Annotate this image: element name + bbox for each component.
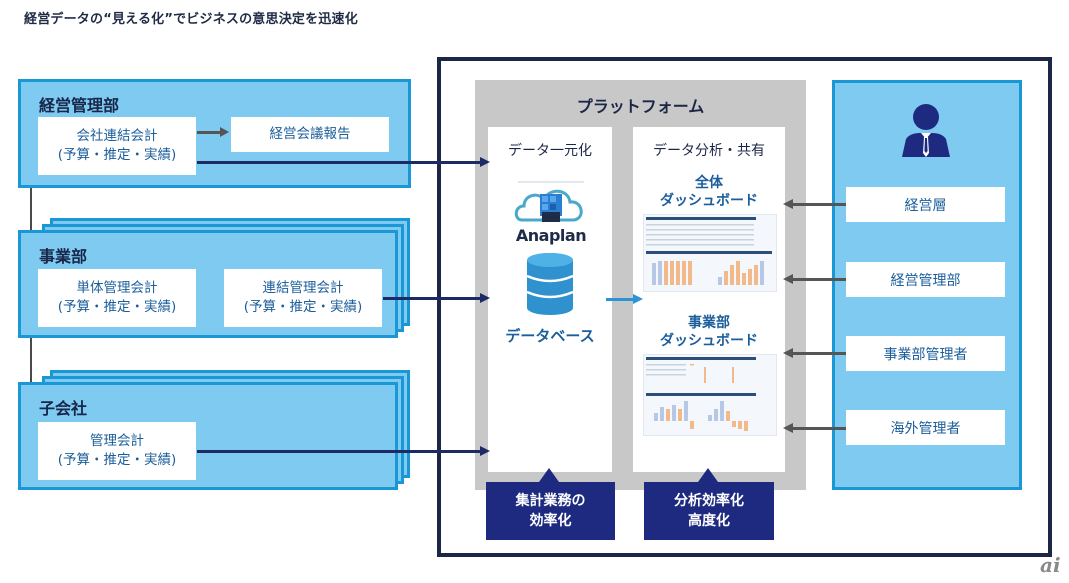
person-suit-icon	[902, 104, 950, 157]
unify-to-analysis-arrow-head	[633, 294, 643, 304]
aggregation-callout-tip	[539, 468, 559, 482]
user-executives: 経営層	[846, 187, 1005, 222]
data-unify-title: データ一元化	[508, 143, 592, 159]
consolidated-mgmt-accounting-label: 連結管理会計	[262, 280, 344, 296]
subsidiary-to-platform-line	[197, 450, 481, 453]
consolidated-accounting-box: 会社連結会計 (予算・推定・実績)	[38, 117, 196, 175]
platform-title: プラットフォーム	[576, 97, 705, 116]
management-arrow-head	[783, 274, 793, 284]
analysis-callout-line2: 高度化	[688, 513, 730, 529]
standalone-accounting-label: 単体管理会計	[76, 280, 158, 296]
anaplan-cloud-icon	[514, 181, 584, 222]
user-management-dept: 経営管理部	[846, 262, 1005, 297]
data-analysis-title: データ分析・共有	[653, 143, 765, 159]
management-arrow-line	[793, 278, 846, 281]
overseas-managers-arrow-line	[793, 427, 846, 430]
user-overseas-managers: 海外管理者	[846, 410, 1005, 445]
report-arrow-line	[197, 131, 221, 134]
report-arrow-head	[220, 127, 229, 137]
consolidated-to-platform-line	[197, 161, 481, 164]
business-dashboard-line1: 事業部	[688, 315, 730, 331]
business-managers-arrow-head	[783, 348, 793, 358]
unify-to-analysis-arrow-line	[606, 298, 633, 301]
database-label: データベース	[505, 327, 595, 345]
standalone-accounting-box: 単体管理会計 (予算・推定・実績)	[38, 269, 196, 327]
overall-dashboard-thumbnail	[643, 214, 777, 292]
page-title: 経営データの“見える化”でビジネスの意思決定を迅速化	[24, 12, 358, 27]
subsidiary-accounting-box: 管理会計 (予算・推定・実績)	[38, 422, 196, 480]
overall-dashboard-preview	[646, 217, 772, 285]
overall-dashboard-line1: 全体	[695, 175, 723, 191]
database-icon	[526, 253, 574, 315]
business-managers-arrow-line	[793, 352, 846, 355]
subsidiary-to-platform-head	[480, 446, 490, 456]
overall-dashboard-title: 全体 ダッシュボード	[633, 174, 785, 210]
business-to-platform-head	[480, 293, 490, 303]
business-dashboard-preview	[646, 357, 756, 431]
business-dashboard-thumbnail	[643, 354, 777, 436]
executives-arrow-line	[793, 203, 846, 206]
business-dashboard-title: 事業部 ダッシュボード	[633, 314, 785, 350]
management-meeting-report-label: 経営会議報告	[269, 126, 351, 142]
standalone-accounting-sub: (予算・推定・実績)	[57, 299, 177, 315]
management-meeting-report-box: 経営会議報告	[231, 117, 389, 152]
consolidated-accounting-sub: (予算・推定・実績)	[57, 147, 177, 163]
analysis-callout-tip	[698, 468, 718, 482]
solution-frame	[437, 57, 1052, 557]
analysis-callout-line1: 分析効率化	[674, 493, 744, 509]
executives-arrow-head	[783, 199, 793, 209]
overall-dashboard-line2: ダッシュボード	[660, 193, 758, 209]
consolidated-mgmt-accounting-sub: (予算・推定・実績)	[243, 299, 363, 315]
aggregation-callout-line1: 集計業務の	[515, 493, 586, 509]
analysis-advancement-callout: 分析効率化 高度化	[644, 482, 774, 540]
consolidated-mgmt-accounting-box: 連結管理会計 (予算・推定・実績)	[224, 269, 382, 327]
subsidiary-title: 子会社	[39, 399, 88, 418]
business-dept-title: 事業部	[39, 247, 88, 266]
business-dashboard-line2: ダッシュボード	[660, 333, 758, 349]
user-business-managers: 事業部管理者	[846, 336, 1005, 371]
business-to-platform-line	[383, 297, 481, 300]
anaplan-logo-text: Anaplan	[515, 226, 587, 245]
subsidiary-accounting-label: 管理会計	[90, 433, 144, 449]
watermark-logo: ai	[1040, 553, 1061, 577]
aggregation-efficiency-callout: 集計業務の 効率化	[486, 482, 615, 540]
aggregation-callout-line2: 効率化	[529, 513, 572, 529]
management-dept-title: 経営管理部	[39, 96, 120, 115]
overseas-managers-arrow-head	[783, 423, 793, 433]
subsidiary-accounting-sub: (予算・推定・実績)	[57, 452, 177, 468]
consolidated-accounting-label: 会社連結会計	[76, 128, 158, 144]
consolidated-to-platform-head	[480, 157, 490, 167]
